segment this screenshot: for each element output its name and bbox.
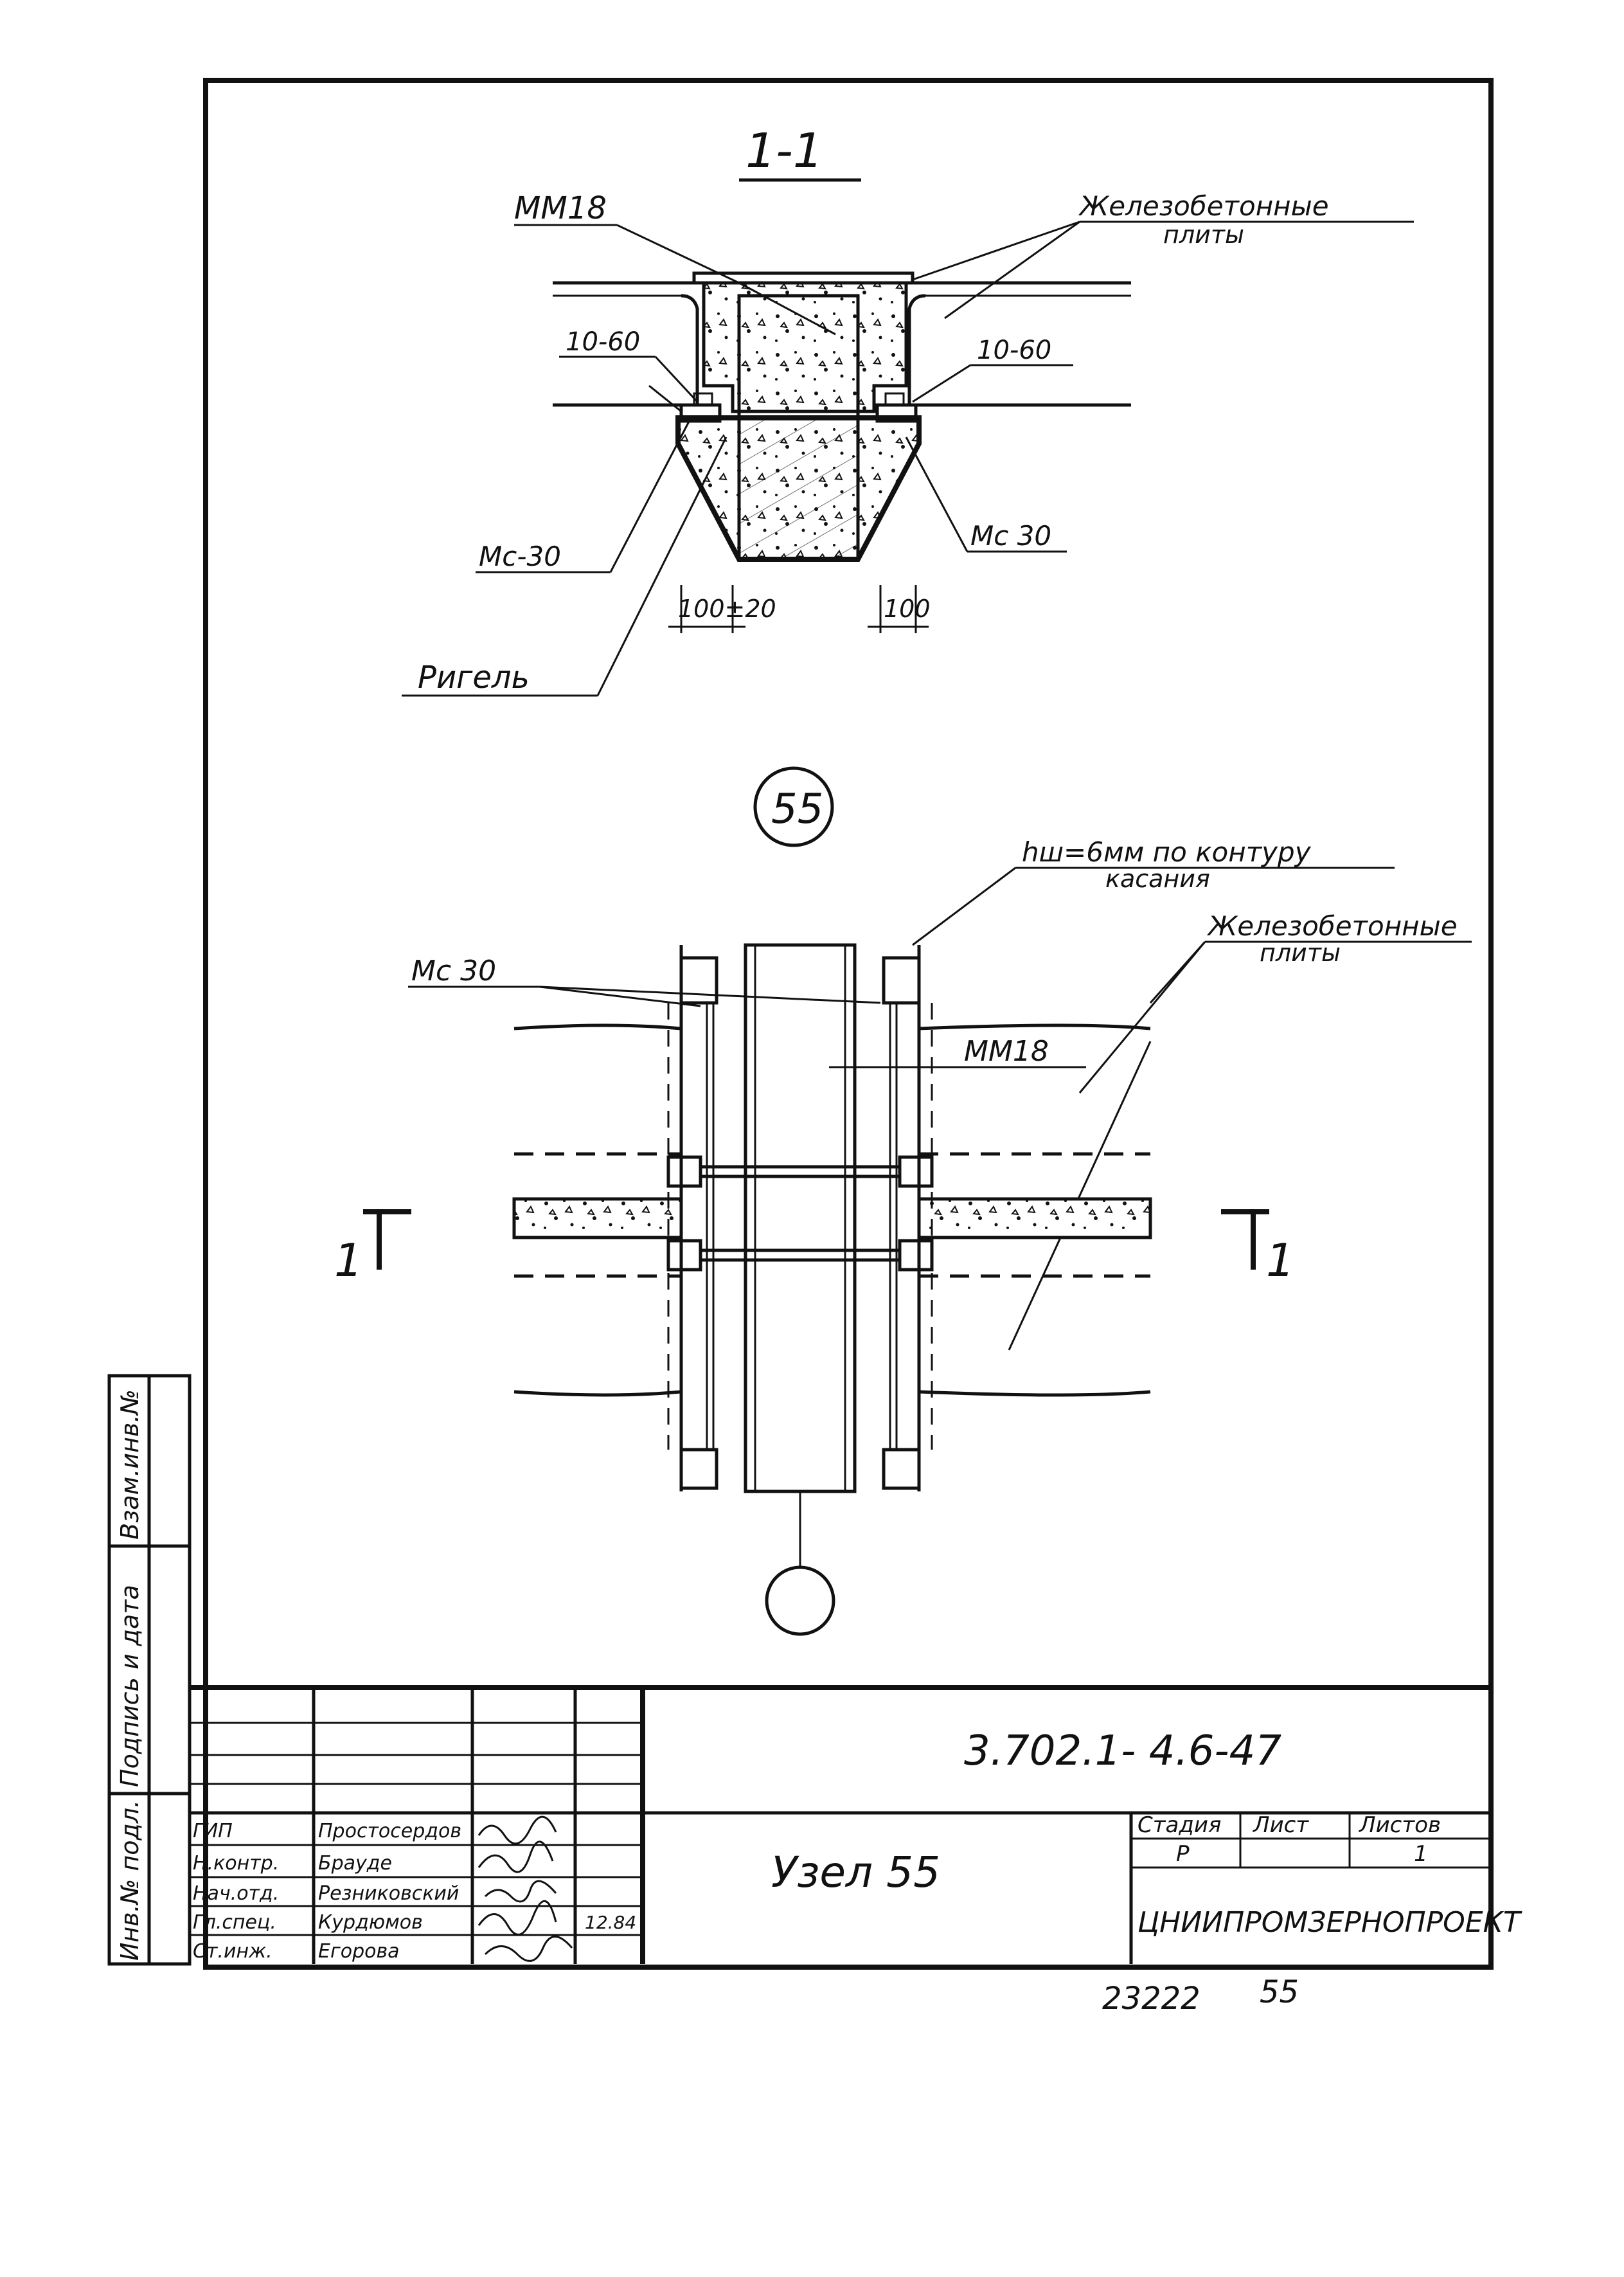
name-2: Брауде <box>318 1852 392 1875</box>
signatures <box>477 1815 573 1962</box>
dim-right: 100 <box>884 595 931 623</box>
title-name: Узел 55 <box>771 1848 940 1897</box>
sheet-header: Лист <box>1252 1812 1309 1838</box>
label-plates2-plan: плиты <box>1260 939 1341 967</box>
plan-node-55: 55 hш=6мм по контуру касания Железобетон… <box>334 766 1472 1636</box>
sheets-header: Листов <box>1358 1812 1441 1838</box>
stage-value: Р <box>1176 1841 1190 1867</box>
label-mc30-plan: Мс 30 <box>411 955 496 987</box>
dim-left: 100±20 <box>678 595 776 623</box>
label-gap-right: 10-60 <box>977 336 1051 365</box>
label-mc30-right: Мс 30 <box>970 520 1051 552</box>
stage-header: Стадия <box>1138 1812 1221 1838</box>
name-1: Простосердов <box>318 1820 461 1842</box>
weld-note: hш=6мм по контуру <box>1022 836 1312 868</box>
label-plates-section: Железобетонные <box>1078 190 1329 222</box>
name-3: Резниковский <box>318 1882 459 1905</box>
axis-circle <box>765 1565 835 1636</box>
role-4: Гл.спец. <box>193 1911 276 1934</box>
name-5: Егорова <box>318 1940 400 1963</box>
label-beam: Ригель <box>418 660 530 696</box>
label-plates-plan: Железобетонные <box>1206 910 1458 942</box>
section-1-1: 1-1 ММ18 Железобетонные плиты <box>402 123 1414 697</box>
cut-mark-left: 1 <box>334 1234 363 1287</box>
label-plates2-section: плиты <box>1163 221 1244 249</box>
role-1: ГИП <box>193 1820 233 1842</box>
archive-number: 23222 <box>1102 1981 1200 2017</box>
weld-note-2: касания <box>1105 865 1210 893</box>
side-stamp-col2: Подпись и дата <box>116 1585 144 1787</box>
side-stamp-col3: Взам.инв.№ <box>116 1389 144 1540</box>
page-number: 55 <box>1260 1974 1299 2010</box>
role-3: Нач.отд. <box>193 1882 279 1905</box>
label-mm18-section: ММ18 <box>514 190 607 226</box>
cut-mark-right: 1 <box>1266 1234 1295 1287</box>
sheets-value: 1 <box>1414 1841 1428 1867</box>
label-mc30-left: Мс-30 <box>479 541 561 572</box>
org-name: ЦНИИПРОМЗЕРНОПРОЕКТ <box>1138 1906 1522 1939</box>
title-code: 3.702.1- 4.6-47 <box>964 1727 1281 1775</box>
side-stamp: Инв.№ подл. Подпись и дата Взам.инв.№ <box>107 1374 192 1966</box>
node-circle <box>753 766 834 847</box>
label-mm18-plan: ММ18 <box>964 1035 1049 1068</box>
date-value: 12.84 <box>585 1912 636 1933</box>
sheet-frame <box>190 78 1494 1970</box>
node-number: 55 <box>771 786 823 833</box>
role-2: Н.контр. <box>193 1852 279 1875</box>
title-block: 3.702.1- 4.6-47 Узел 55 Стадия Лист Лист… <box>190 1688 1522 1964</box>
name-4: Курдюмов <box>318 1911 423 1934</box>
label-gap-left: 10-60 <box>566 327 640 357</box>
section-title: 1-1 <box>745 123 823 179</box>
role-5: Ст.инж. <box>193 1940 272 1963</box>
side-stamp-col1: Инв.№ подл. <box>116 1800 144 1961</box>
